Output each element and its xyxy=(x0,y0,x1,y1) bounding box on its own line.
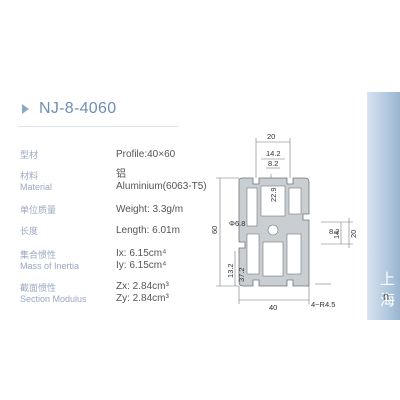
spec-label-weight: 单位质量 xyxy=(20,205,57,215)
spec-label-section-en: Section Modulus xyxy=(20,294,87,304)
title-row: NJ-8-4060 xyxy=(22,100,116,118)
dim-label-right-slot: 8.2 xyxy=(329,227,339,236)
dim-label-slot: 14.2 xyxy=(266,149,281,158)
side-banner xyxy=(367,92,400,320)
dim-label-slot-depth: 22.9 xyxy=(269,187,278,202)
spec-label-material-en: Material xyxy=(20,182,53,192)
spec-value-iy: Iy: 6.15cm⁴ xyxy=(116,260,167,271)
spec-value-length: Length: 6.01m xyxy=(116,225,180,236)
spec-value-profile: Profile:40×60 xyxy=(116,149,176,160)
dim-label-right-slot-outer: 14 xyxy=(332,231,341,239)
lower-left-cavity xyxy=(246,233,260,275)
spec-value-zy: Zy: 2.84cm³ xyxy=(116,293,169,304)
dim-label-bottom: 40 xyxy=(269,303,277,311)
dim-label-overall-height: 60 xyxy=(210,226,219,234)
triangle-bullet-icon xyxy=(22,104,29,114)
spec-label-section-cn: 截面惯性 xyxy=(20,283,57,293)
spec-label-length: 长度 xyxy=(20,226,39,236)
product-title: NJ-8-4060 xyxy=(39,100,117,117)
left-cavity xyxy=(246,187,258,227)
spec-value-zx: Zx: 2.84cm³ xyxy=(116,281,169,292)
center-bore xyxy=(267,224,279,236)
spec-label-inertia-en: Mass of Inertia xyxy=(20,261,80,271)
spec-label-profile: 型材 xyxy=(20,150,39,160)
spec-value-weight: Weight: 3.3g/m xyxy=(116,204,184,215)
side-banner-text: 上海 xyxy=(380,271,396,309)
dim-label-lower-depth2: 37.2 xyxy=(237,267,246,282)
side-banner-subtext: n xyxy=(383,291,390,303)
title-divider xyxy=(18,126,178,127)
spec-label-material-cn: 材料 xyxy=(20,171,39,181)
spec-value-material-en: Aluminium(6063-T5) xyxy=(116,181,207,192)
spec-label-inertia-cn: 集合惯性 xyxy=(20,250,57,260)
spec-value-ix: Ix: 6.15cm⁴ xyxy=(116,248,167,259)
lower-center-cavity xyxy=(262,241,284,277)
lower-right-cavity xyxy=(286,233,302,275)
dim-label-lower-depth1: 13.2 xyxy=(226,263,235,278)
dim-label-right-height: 20 xyxy=(349,230,358,238)
dim-label-top: 20 xyxy=(267,132,275,141)
upper-slot-cavity xyxy=(260,185,286,217)
dim-label-bore: Φ6.8 xyxy=(229,219,245,228)
right-cavity xyxy=(288,187,302,215)
profile-drawing: 20 14.2 8.2 Φ6.8 8.2 4−R4.5 40 22.9 60 1… xyxy=(210,132,358,311)
dim-label-corner: 4−R4.5 xyxy=(311,300,335,309)
dim-label-slot-inner: 8.2 xyxy=(268,159,278,168)
spec-value-material-cn: 铝 xyxy=(116,169,126,180)
